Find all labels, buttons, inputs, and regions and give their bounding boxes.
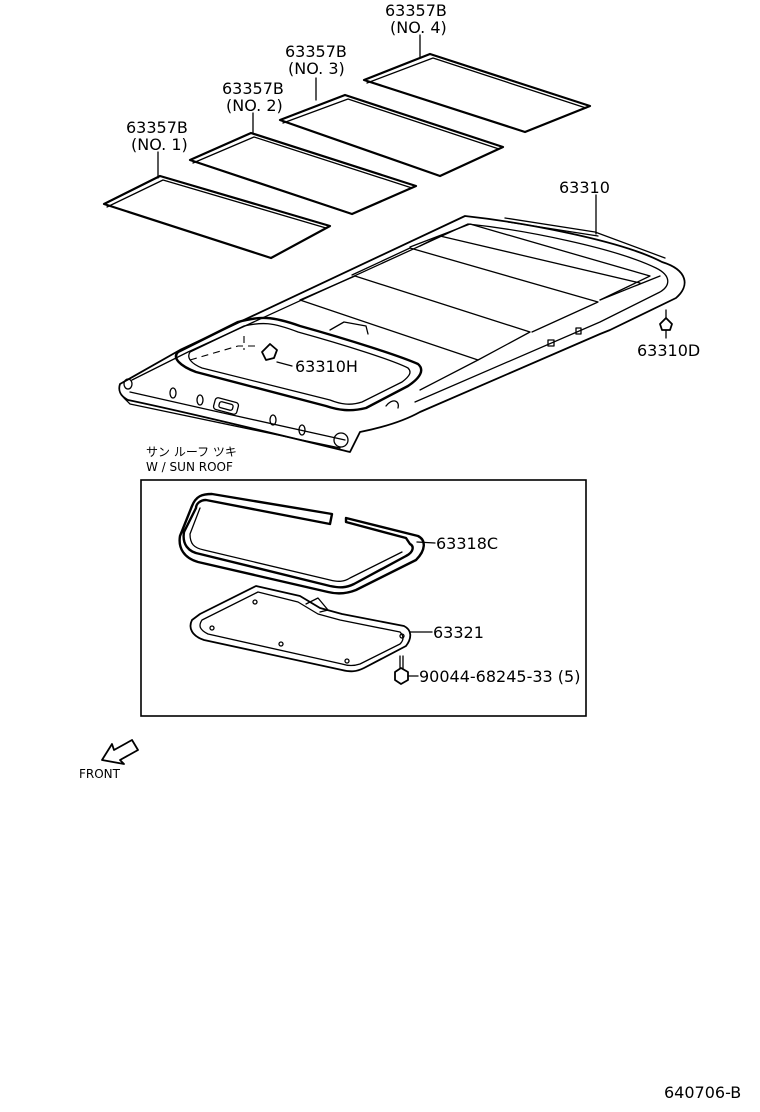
leader-63318C	[416, 541, 436, 544]
screw-label: 90044-68245-33 (5)	[419, 667, 580, 686]
front-arrow-icon	[101, 739, 139, 765]
weatherstrip-label: 63318C	[436, 534, 498, 553]
clip-label: 63310D	[637, 341, 700, 360]
pad-no-2	[188, 131, 418, 216]
front-label: FRONT	[79, 767, 121, 781]
roof-headliner	[118, 215, 686, 453]
pad-4-part-label: 63357B	[385, 1, 447, 20]
sunroof-note-en: W / SUN ROOF	[146, 460, 233, 474]
garnish-63321	[189, 585, 412, 673]
pad-1-part-label: 63357B	[126, 118, 188, 137]
weatherstrip-63318C	[178, 492, 425, 595]
pad-no-4	[362, 52, 592, 134]
pad-4-no-label: (NO. 4)	[390, 18, 447, 37]
sunroof-box	[140, 479, 587, 717]
pad-3-part-label: 63357B	[285, 42, 347, 61]
pad-2-no-label: (NO. 2)	[226, 96, 283, 115]
pad-no-3	[278, 93, 505, 178]
pad-no-1	[102, 174, 332, 260]
sunroof-note-jp: サン ルーフ ツキ	[146, 445, 237, 459]
holder-label: 63310H	[295, 357, 358, 376]
pad-1-no-label: (NO. 1)	[131, 135, 188, 154]
figure-code: 640706-B	[664, 1083, 741, 1102]
garnish-label: 63321	[433, 623, 484, 642]
pad-3-no-label: (NO. 3)	[288, 59, 345, 78]
screw-90044	[394, 655, 409, 685]
pad-2-part-label: 63357B	[222, 79, 284, 98]
headliner-label: 63310	[559, 178, 610, 197]
clip-63310D	[659, 309, 673, 331]
